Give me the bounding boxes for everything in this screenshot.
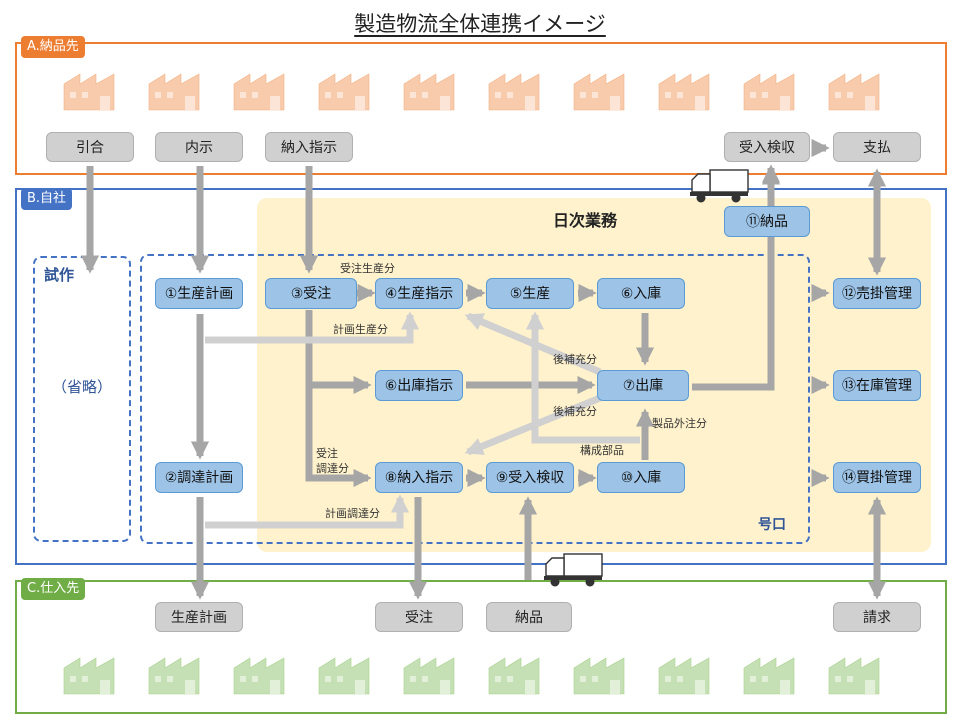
arrow-component-parts (525, 311, 640, 444)
note-component-parts: 構成部品 (580, 444, 624, 457)
note-replenish-1: 後補充分 (553, 353, 597, 366)
process-order: ③受注 (265, 278, 357, 309)
factory-icon (573, 73, 625, 111)
process-payables: ⑭買掛管理 (833, 462, 921, 493)
section-c-tag: C.仕入先 (21, 578, 86, 600)
box-supplier-billing: 請求 (833, 602, 921, 632)
factory-icon (318, 73, 370, 111)
section-purchase-source (15, 580, 947, 714)
process-receiving-inspection: ⑨受入検収 (486, 462, 574, 493)
arrow-order-to-ship-instr (305, 310, 372, 395)
omitted-label: （省略） (51, 378, 112, 396)
note-make-to-order: 受注生産分 (340, 262, 395, 275)
factory-icon (233, 73, 285, 111)
box-shiharai: 支払 (833, 132, 921, 162)
process-delivery: ⑪納品 (724, 206, 810, 237)
truck-icon (690, 169, 749, 203)
section-supplier-destination (15, 42, 947, 175)
gou-label: 号口 (758, 517, 786, 533)
daily-operations-label: 日次業務 (552, 211, 617, 230)
section-b-tag: B.自社 (21, 188, 73, 210)
box-naiji: 内示 (155, 132, 243, 162)
factory-icon (148, 657, 200, 695)
daily-operations-area (257, 198, 931, 552)
factory-icon (403, 657, 455, 695)
process-stock-in: ⑩入庫 (597, 462, 685, 493)
factory-icon (658, 657, 710, 695)
note-outsourced-product: 製品外注分 (652, 417, 707, 430)
arrow-planned-procurement (205, 494, 410, 529)
arrow-shipping-to-delivery (692, 166, 781, 391)
arrow-planned-production (205, 311, 420, 344)
note-replenish-2: 後補充分 (553, 405, 597, 418)
process-delivery-instruction: ⑧納入指示 (375, 462, 463, 493)
process-shipping-instruction: ⑥出庫指示 (375, 370, 463, 401)
diagram-title: 製造物流全体連携イメージ (354, 12, 606, 36)
section-a-tag: A.納品先 (21, 36, 85, 58)
box-supplier-delivery: 納品 (486, 602, 572, 632)
factory-icon (828, 657, 880, 695)
truck-icon (544, 553, 603, 587)
factory-icon (828, 73, 880, 111)
section-own-company (15, 188, 947, 565)
process-production-instruction: ④生産指示 (375, 278, 463, 309)
box-supplier-production-plan: 生産計画 (155, 602, 243, 632)
factory-icon (743, 73, 795, 111)
factory-icon (488, 657, 540, 695)
prototype-label: 試作 (44, 266, 75, 284)
factory-icon (63, 657, 115, 695)
note-order-procurement-2: 調達分 (316, 462, 349, 475)
process-receivables: ⑫売掛管理 (833, 278, 921, 309)
factory-icon (573, 657, 625, 695)
factory-icon (403, 73, 455, 111)
process-shipping: ⑦出庫 (597, 370, 689, 401)
process-warehousing: ⑥入庫 (597, 278, 685, 309)
process-procurement-plan: ②調達計画 (155, 462, 243, 493)
box-ukeire-kensa: 受入検収 (724, 132, 810, 162)
arrow-order-to-delivery-instr (305, 385, 372, 488)
mass-production-frame (140, 254, 810, 544)
box-nounyu-shiji: 納入指示 (265, 132, 353, 162)
factory-icon (233, 657, 285, 695)
factory-icon (743, 657, 795, 695)
factory-icon (488, 73, 540, 111)
note-order-procurement-1: 受注 (316, 447, 338, 460)
note-planned-production: 計画生産分 (333, 323, 388, 336)
process-production: ⑤生産 (486, 278, 574, 309)
process-production-plan: ①生産計画 (155, 278, 243, 309)
note-planned-procurement: 計画調達分 (325, 507, 380, 520)
factory-icon (318, 657, 370, 695)
process-inventory: ⑬在庫管理 (833, 370, 921, 401)
box-supplier-order: 受注 (375, 602, 463, 632)
box-hikiai: 引合 (46, 132, 134, 162)
factory-icon (658, 73, 710, 111)
factory-icon (63, 73, 115, 111)
factory-icon (148, 73, 200, 111)
